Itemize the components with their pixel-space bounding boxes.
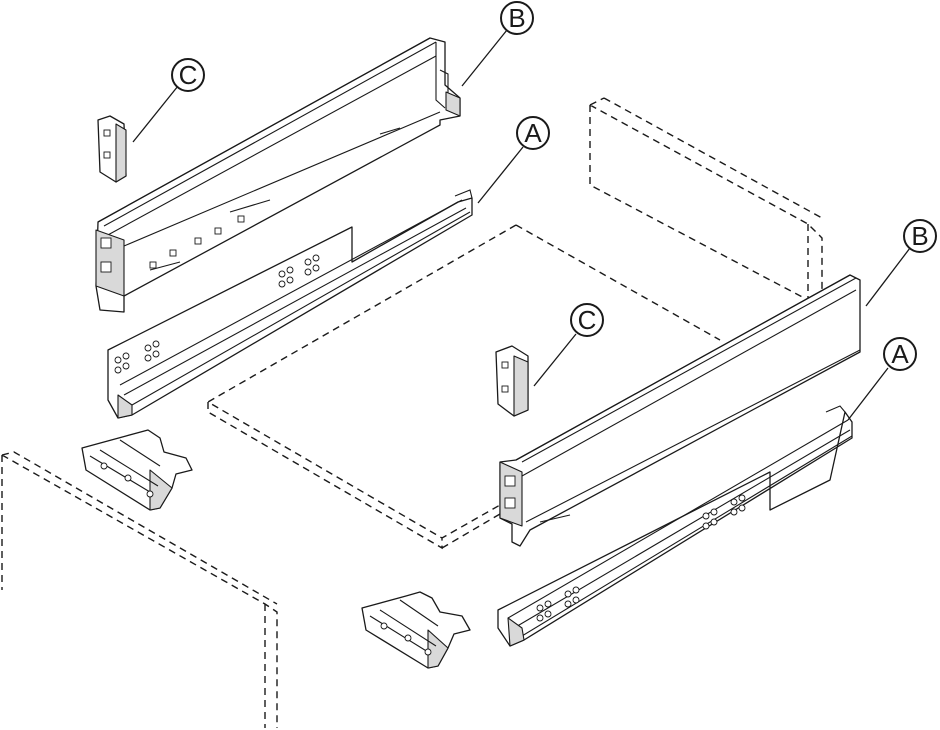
callout-label: B <box>911 221 928 251</box>
callout-b-top: B <box>500 1 534 35</box>
callout-leaders <box>132 29 911 421</box>
callout-a-right: A <box>883 337 917 371</box>
end-cap-left <box>97 115 127 183</box>
callout-label: C <box>179 60 198 90</box>
end-cap-middle <box>495 345 529 417</box>
locking-device-left <box>81 429 193 511</box>
front-panel-outline <box>1 451 278 728</box>
callout-label: A <box>524 118 542 148</box>
drawer-side-left <box>95 37 461 313</box>
callout-a-top: A <box>516 116 550 150</box>
runner-right-holes <box>536 494 746 622</box>
callout-c-mid: C <box>570 303 604 337</box>
locking-device-right <box>361 591 471 669</box>
runner-right <box>497 405 853 647</box>
callout-b-right: B <box>903 219 937 253</box>
callout-label: B <box>508 3 525 33</box>
runner-left-holes <box>114 254 320 374</box>
runner-left <box>107 189 473 419</box>
callout-label: A <box>891 339 909 369</box>
callout-label: C <box>578 305 597 335</box>
back-panel-outline <box>589 97 823 301</box>
drawer-side-right <box>499 274 861 547</box>
callout-c-top: C <box>171 58 205 92</box>
